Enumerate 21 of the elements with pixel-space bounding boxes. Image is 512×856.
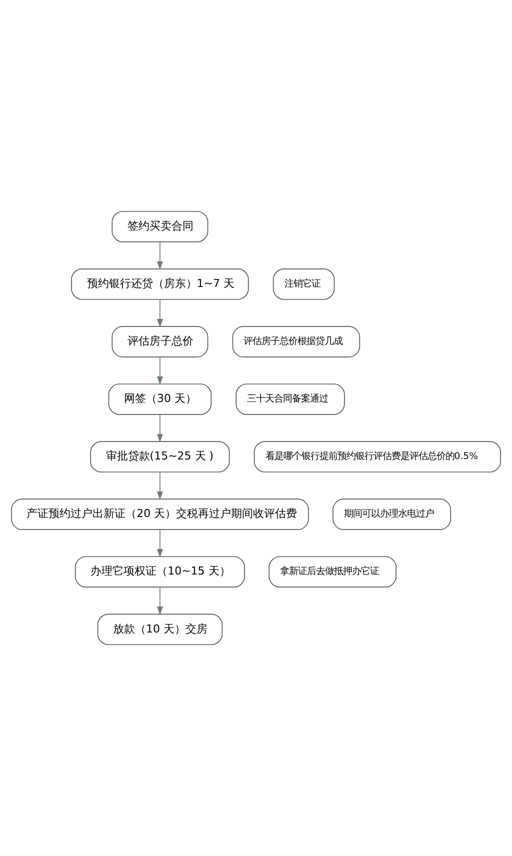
- node-box: 产证预约过户出新证（20 天）交税再过户期间收评估费: [11, 498, 309, 530]
- node-box: 评估房子总价: [112, 326, 208, 358]
- node-box: 网签（30 天）: [108, 384, 212, 415]
- node-box: 签约买卖合同: [112, 210, 208, 242]
- node-box: 期间可以办理水电过户: [332, 498, 452, 530]
- arrow: [157, 299, 163, 328]
- arrow: [157, 586, 163, 616]
- node-box: 注销它证: [272, 268, 335, 300]
- arrow: [157, 472, 163, 500]
- arrow: [157, 529, 163, 558]
- node-box: 办理它项权证（10~15 天）: [74, 556, 245, 588]
- arrow: [157, 414, 163, 442]
- node-box: 拿新证后去做抵押办它证: [268, 556, 396, 588]
- node-box: 放款（10 天）交房: [97, 614, 223, 646]
- node-box: 评估房子总价根据贷几成: [232, 326, 360, 358]
- arrow: [157, 356, 163, 385]
- arrow: [157, 242, 163, 270]
- node-box: 三十天合同备案通过: [236, 384, 345, 415]
- node-box: 预约银行还贷（房东）1~7 天: [71, 268, 249, 300]
- node-box: 看是哪个银行提前预约银行评估费是评估总价的0.5%: [254, 441, 501, 472]
- node-box: 审批贷款(15~25 天 ): [90, 441, 230, 472]
